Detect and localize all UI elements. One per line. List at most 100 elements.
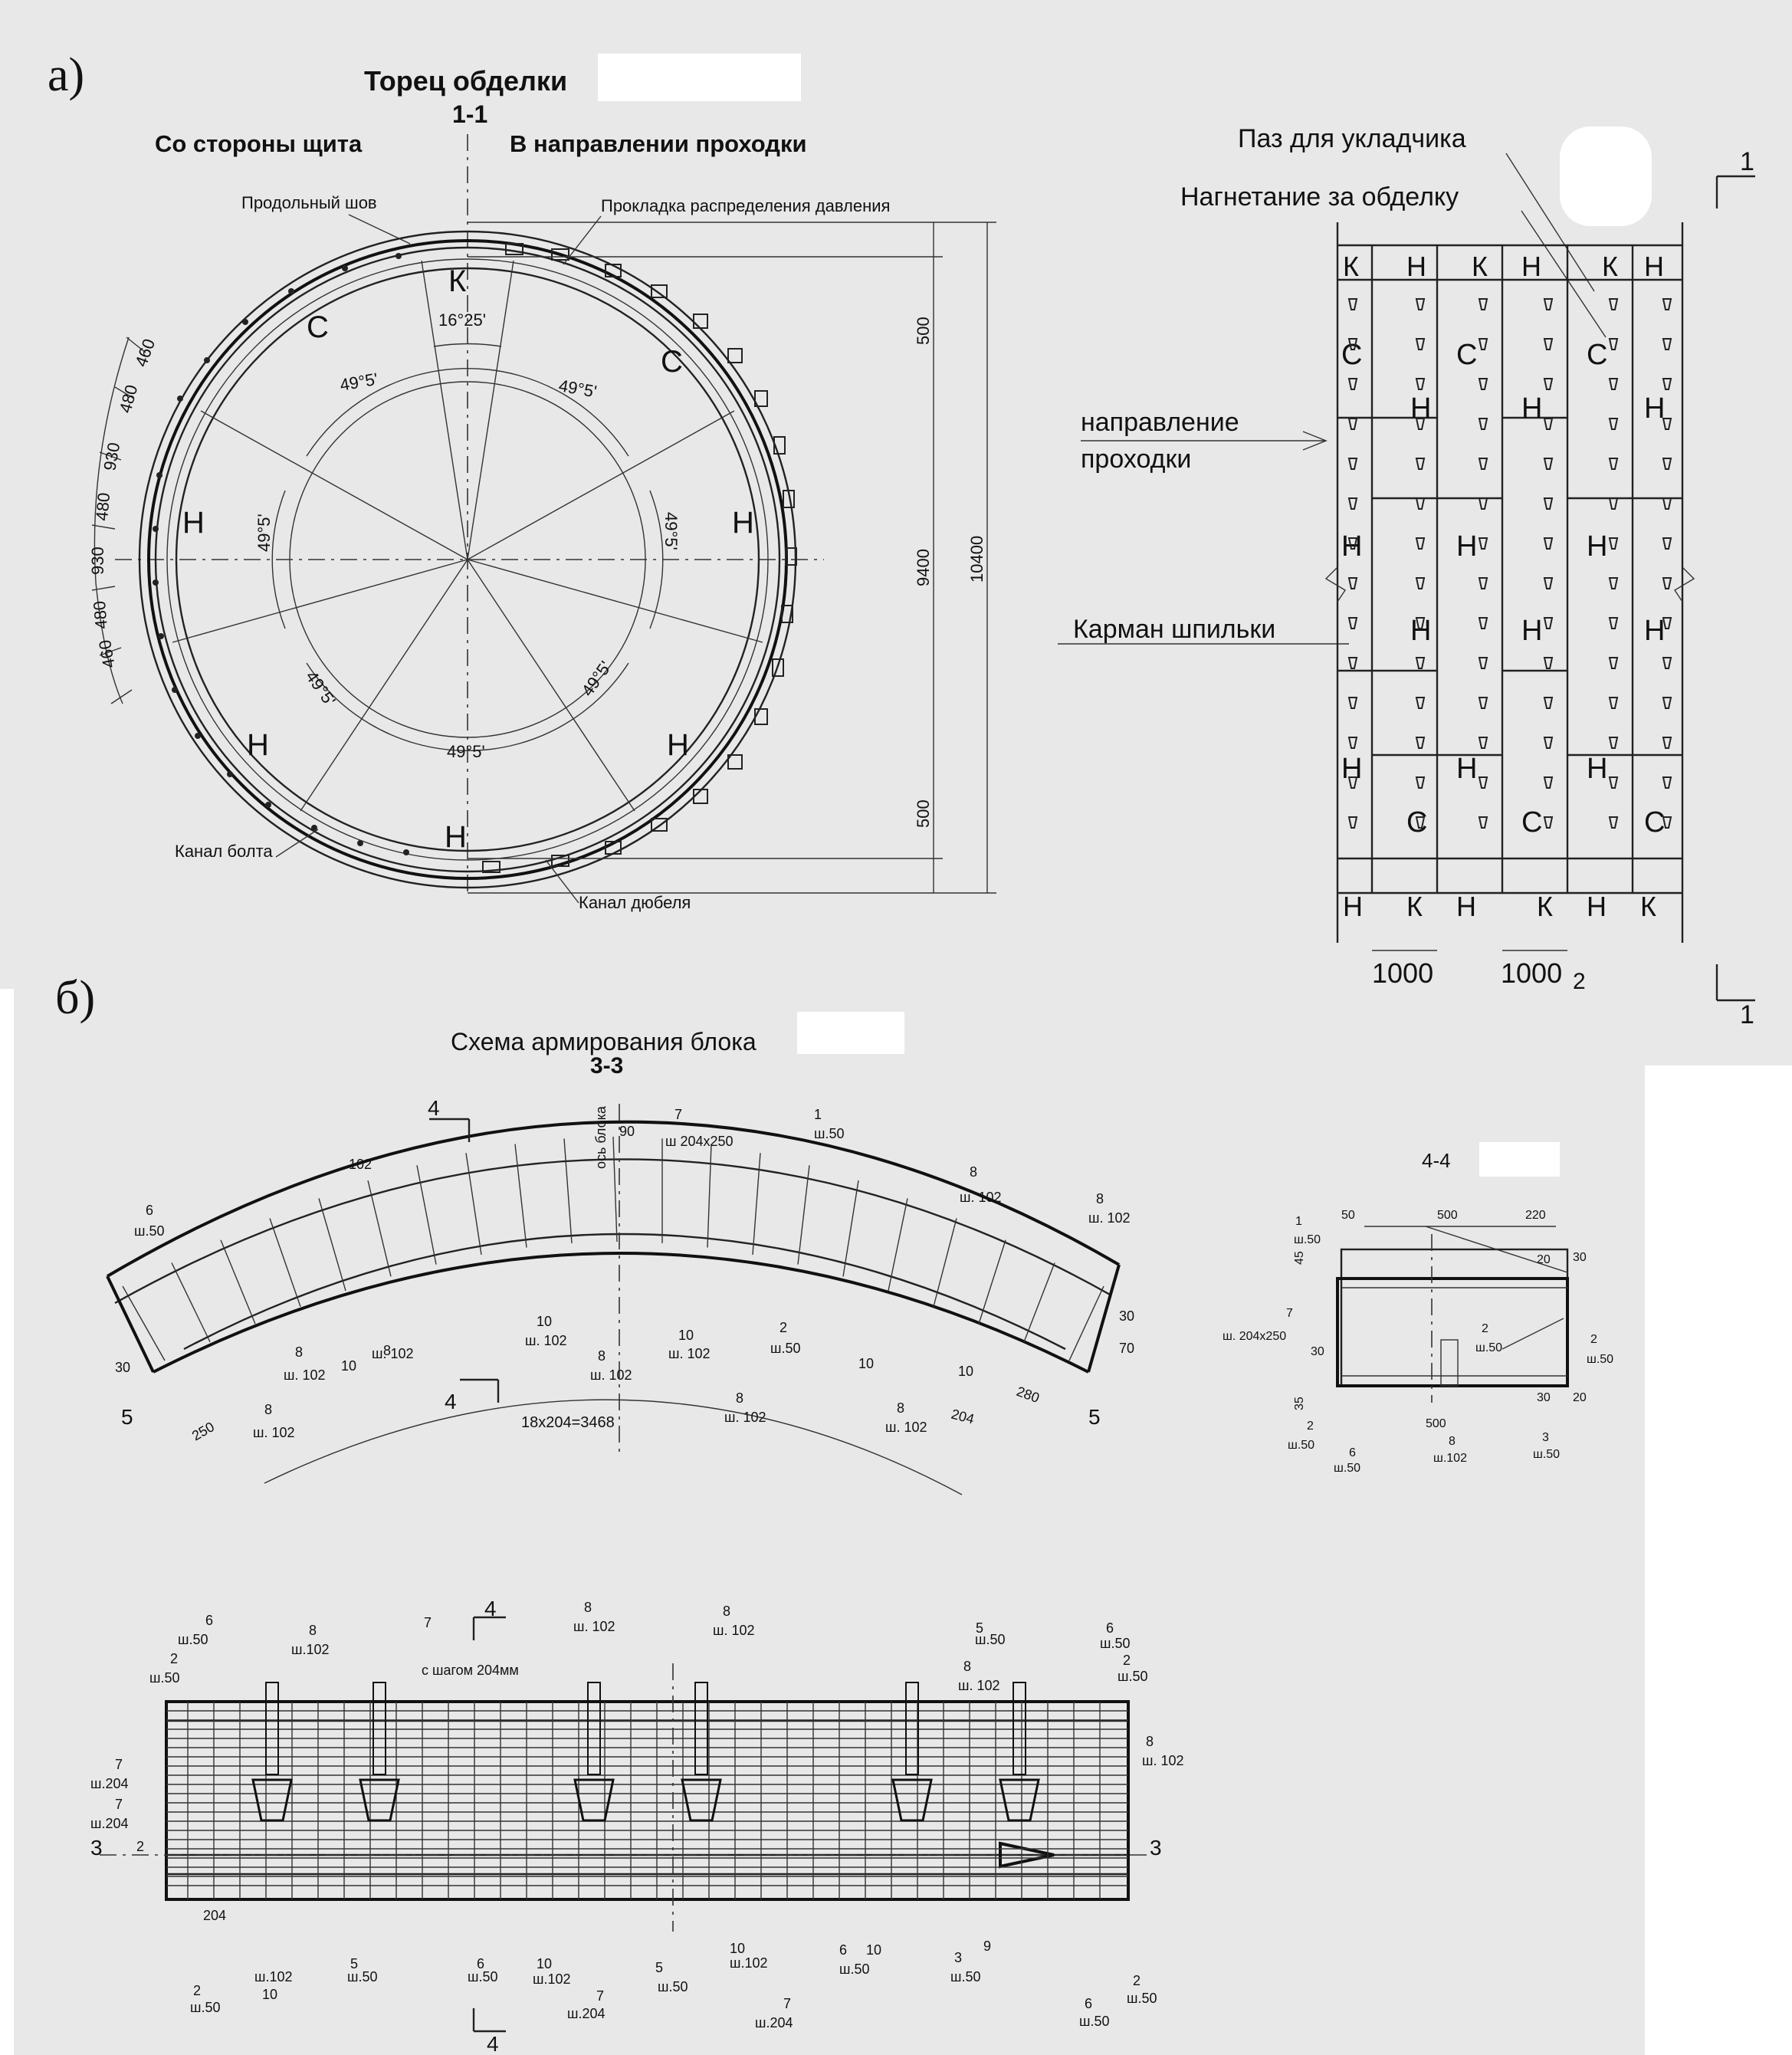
angle-left: 49°5' xyxy=(254,514,274,552)
pin-pocket-symbol xyxy=(1543,418,1554,430)
pin-pocket-symbol xyxy=(1608,776,1619,789)
curved-block xyxy=(106,1120,1121,1374)
left-dim-lines xyxy=(91,336,146,704)
pin-pocket-symbol xyxy=(1608,378,1619,390)
svg-text:7: 7 xyxy=(596,1988,604,2004)
svg-text:С: С xyxy=(1521,806,1542,839)
svg-text:ш.102: ш.102 xyxy=(254,1969,292,1984)
svg-text:ш. 102: ш. 102 xyxy=(253,1425,294,1440)
svg-text:10: 10 xyxy=(858,1356,874,1371)
pin-pocket-symbol xyxy=(1662,737,1672,749)
plan-marks: 6 ш.50 2 ш.50 8 ш.102 7 с шагом 204мм 8 … xyxy=(90,1600,1183,2030)
pin-pocket-symbol xyxy=(1608,737,1619,749)
pin-pocket-symbol xyxy=(1415,418,1426,430)
panel-b-background xyxy=(14,989,1645,2055)
svg-text:ш.50: ш.50 xyxy=(134,1223,164,1239)
svg-text:10: 10 xyxy=(341,1358,356,1374)
svg-text:280: 280 xyxy=(1015,1384,1042,1406)
stirrup-line xyxy=(367,1180,392,1277)
plan-rebar-lines xyxy=(166,1702,1128,1899)
svg-text:2: 2 xyxy=(1123,1653,1131,1668)
svg-text:ш.50: ш.50 xyxy=(1587,1353,1613,1366)
stirrup-line xyxy=(1068,1285,1104,1361)
dim-480-mid: 480 xyxy=(92,492,113,522)
svg-text:2: 2 xyxy=(1590,1333,1597,1346)
pin-pocket-symbol xyxy=(1543,298,1554,310)
plan-top-1: Н xyxy=(1406,251,1426,282)
callout-direction-1: направление xyxy=(1081,408,1239,437)
pin-pocket-symbol xyxy=(1415,458,1426,470)
svg-text:30: 30 xyxy=(1311,1345,1324,1358)
svg-text:Н: Н xyxy=(1341,753,1362,785)
pin-pocket-symbol xyxy=(1662,338,1672,350)
angle-top-left: 49°5' xyxy=(339,369,379,395)
svg-text:5: 5 xyxy=(655,1960,663,1975)
svg-text:7: 7 xyxy=(115,1797,123,1812)
plan-dim-a: 1000 xyxy=(1372,957,1433,989)
svg-text:ш.50: ш.50 xyxy=(1118,1669,1147,1684)
pin-pocket-symbol xyxy=(1608,697,1619,709)
bolt-dots xyxy=(153,253,409,855)
pin-pocket-symbol xyxy=(1347,776,1358,789)
block-key-top: К xyxy=(448,264,467,298)
pin-pocket-symbol xyxy=(1662,497,1672,510)
svg-text:7: 7 xyxy=(424,1615,432,1630)
svg-text:3: 3 xyxy=(954,1950,962,1965)
angle-bottom-right: 49°5' xyxy=(578,658,615,700)
section-4-4: 4-4 xyxy=(1422,1149,1451,1172)
svg-text:ш.204: ш.204 xyxy=(567,2006,605,2021)
callout-grout: Нагнетание за обделку xyxy=(1180,182,1459,212)
pin-pocket-symbol xyxy=(1347,617,1358,629)
insert-pocket xyxy=(681,1778,722,1822)
svg-text:ш.50: ш.50 xyxy=(190,2000,220,2015)
svg-text:Н: Н xyxy=(1456,753,1477,785)
svg-text:ш.50: ш.50 xyxy=(1294,1233,1321,1246)
svg-text:10: 10 xyxy=(866,1942,881,1958)
plan-bottom-5: К xyxy=(1640,891,1656,922)
pin-pocket-symbol xyxy=(1478,697,1488,709)
svg-text:7: 7 xyxy=(115,1757,123,1772)
svg-text:10: 10 xyxy=(678,1328,694,1343)
plan-bottom-row: Н К Н К Н К xyxy=(1343,891,1656,922)
svg-text:30: 30 xyxy=(115,1360,130,1375)
plan-top-4: К xyxy=(1602,251,1618,282)
dim-460-bottom: 460 xyxy=(95,638,119,670)
erased-patch xyxy=(598,54,801,101)
plan-top-5: Н xyxy=(1644,251,1664,282)
dim-10400: 10400 xyxy=(967,536,986,583)
pin-pocket-symbol xyxy=(1415,816,1426,829)
pin-pocket-symbol xyxy=(1478,537,1488,550)
angle-arcs xyxy=(271,343,664,752)
svg-text:102: 102 xyxy=(349,1157,372,1172)
insert-pocket xyxy=(891,1778,933,1822)
leader-seam xyxy=(348,214,411,245)
svg-text:8: 8 xyxy=(584,1600,592,1615)
svg-text:ш. 102: ш. 102 xyxy=(1142,1753,1183,1768)
pin-pocket-symbol xyxy=(1662,657,1672,669)
block-c-left: С xyxy=(307,310,329,344)
svg-text:ш.204: ш.204 xyxy=(755,2015,793,2030)
plan-grid xyxy=(1336,222,1684,943)
stirrup-line xyxy=(416,1165,437,1265)
svg-text:ш.50: ш.50 xyxy=(149,1670,179,1686)
pin-pocket-symbol xyxy=(1478,617,1488,629)
pin-pocket-symbol xyxy=(1543,378,1554,390)
pin-pocket-symbol xyxy=(1662,458,1672,470)
pin-pocket-symbol xyxy=(1543,537,1554,550)
svg-text:ш.102: ш.102 xyxy=(291,1642,329,1657)
insert-sleeve xyxy=(373,1682,386,1775)
svg-text:3: 3 xyxy=(1150,1836,1162,1860)
plan-reinforcement xyxy=(100,1663,1150,1932)
svg-text:7: 7 xyxy=(674,1107,682,1122)
svg-text:ш.50: ш.50 xyxy=(814,1126,844,1141)
pin-pocket-symbol xyxy=(1347,657,1358,669)
pin-pocket-symbol xyxy=(1347,497,1358,510)
svg-text:ш.50: ш.50 xyxy=(1334,1462,1360,1475)
pin-pocket-symbol xyxy=(1415,776,1426,789)
svg-text:ш.204: ш.204 xyxy=(90,1776,128,1791)
plan-top-2: К xyxy=(1472,251,1488,282)
svg-text:70: 70 xyxy=(1119,1341,1134,1356)
pin-pocket-symbol xyxy=(1415,737,1426,749)
svg-text:ш.204: ш.204 xyxy=(90,1816,128,1831)
